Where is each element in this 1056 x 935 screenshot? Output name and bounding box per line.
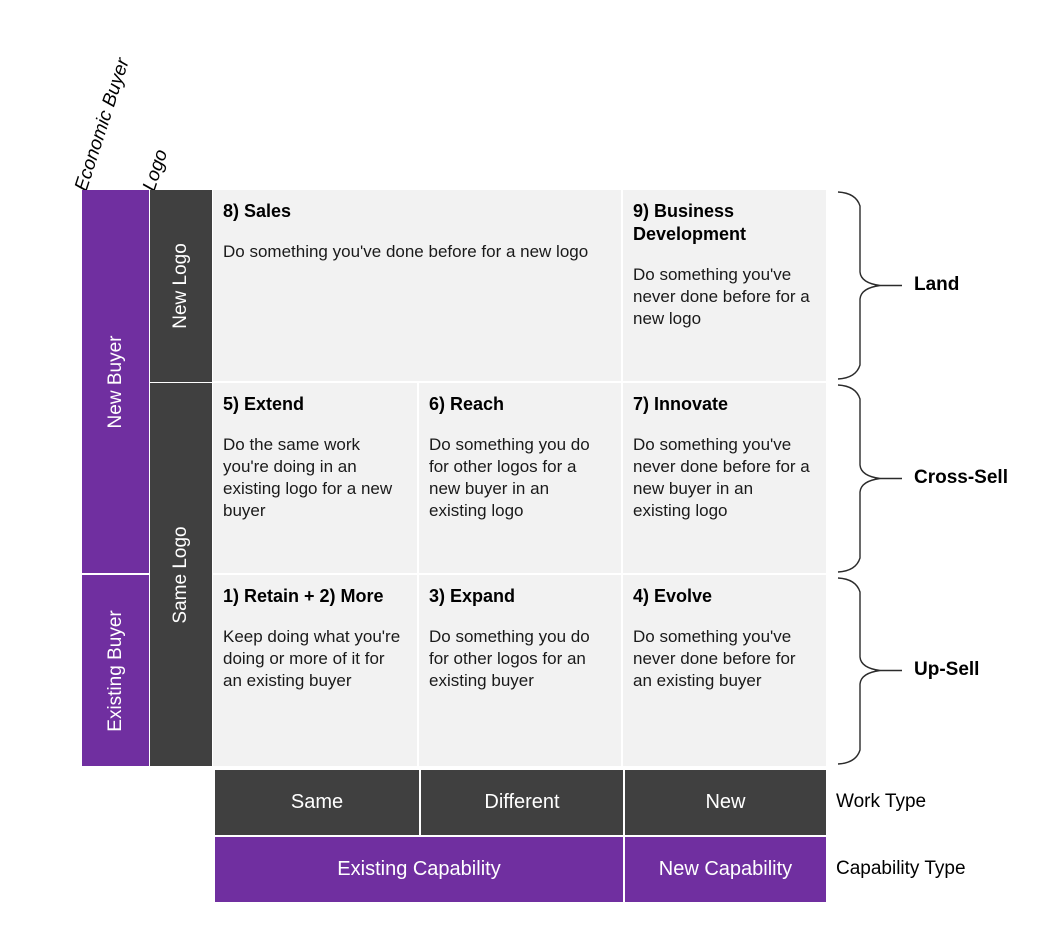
axis-label-work-type: Work Type (836, 791, 927, 812)
matrix-cell-description: Do something you do for other logos for … (429, 435, 590, 521)
axis-label-economic-buyer: Economic Buyer (71, 55, 134, 194)
matrix-cell-extend[interactable]: 5) Extend Do the same work you're doing … (213, 383, 417, 573)
curly-brace-icon (837, 577, 902, 765)
matrix-cell-retain-more[interactable]: 1) Retain + 2) More Keep doing what you'… (213, 575, 417, 766)
matrix-cell-description: Do something you do for other logos for … (429, 627, 590, 691)
matrix-cell-title: 6) Reach (429, 394, 505, 414)
work-type-different-label: Different (484, 791, 560, 813)
work-type-same-label: Same (290, 791, 344, 813)
row-header-new-buyer: New Buyer (82, 190, 149, 573)
row-header-existing-buyer: Existing Buyer (82, 575, 149, 766)
matrix-cell-description: Do something you've never done before fo… (633, 627, 796, 691)
axis-label-capability-type: Capability Type (836, 858, 966, 879)
matrix-cell-title: 1) Retain + 2) More (223, 586, 384, 606)
matrix-cell-business-development[interactable]: 9) Business Development Do something you… (623, 190, 826, 381)
row-header-new-buyer-label: New Buyer (104, 335, 126, 428)
matrix-cell-reach[interactable]: 6) Reach Do something you do for other l… (419, 383, 621, 573)
work-type-new-label: New (705, 791, 746, 813)
matrix-cell-title: 4) Evolve (633, 586, 713, 606)
axis-label-logo: Logo (139, 146, 173, 194)
matrix-cell-description: Keep doing what you're doing or more of … (223, 627, 401, 691)
capability-type-existing: Existing Capability (215, 837, 623, 902)
matrix-cell-description: Do the same work you're doing in an exis… (223, 435, 393, 521)
matrix-cell-innovate[interactable]: 7) Innovate Do something you've never do… (623, 383, 826, 573)
capability-type-new-label: New Capability (658, 858, 793, 880)
work-type-same: Same (215, 770, 419, 835)
matrix-cell-expand[interactable]: 3) Expand Do something you do for other … (419, 575, 621, 766)
motion-bracket-cross-sell: Cross-Sell (836, 383, 1036, 574)
matrix-cell-description: Do something you've done before for a ne… (223, 242, 589, 262)
row-header-existing-buyer-label: Existing Buyer (104, 609, 126, 732)
matrix-cell-title: 8) Sales (223, 201, 292, 221)
matrix-cell-title: 7) Innovate (633, 394, 729, 414)
matrix-cell-sales[interactable]: 8) Sales Do something you've done before… (213, 190, 621, 381)
row-header-new-logo-label: New Logo (170, 243, 191, 329)
work-type-new: New (625, 770, 826, 835)
capability-type-existing-label: Existing Capability (337, 858, 501, 880)
motion-bracket-up-sell-label: Up-Sell (914, 659, 980, 680)
curly-brace-icon (837, 384, 902, 573)
motion-bracket-land-label: Land (914, 274, 960, 295)
capability-type-new: New Capability (625, 837, 826, 902)
matrix-cell-title: 3) Expand (429, 586, 516, 606)
motion-bracket-land: Land (836, 190, 1036, 381)
work-type-different: Different (421, 770, 623, 835)
row-header-same-logo-label: Same Logo (170, 525, 191, 624)
curly-brace-icon (837, 191, 902, 380)
motion-bracket-cross-sell-label: Cross-Sell (914, 467, 1008, 488)
matrix-cell-evolve[interactable]: 4) Evolve Do something you've never done… (623, 575, 826, 766)
matrix-grid: 8) Sales Do something you've done before… (213, 190, 826, 766)
matrix-cell-title: 9) Business Development (633, 201, 747, 245)
row-header-same-logo: Same Logo (150, 383, 212, 766)
matrix-cell-title: 5) Extend (223, 394, 305, 414)
row-header-new-logo: New Logo (150, 190, 212, 382)
matrix-cell-description: Do something you've never done before fo… (633, 265, 810, 329)
motion-bracket-up-sell: Up-Sell (836, 576, 1036, 766)
matrix-cell-description: Do something you've never done before fo… (633, 435, 810, 521)
